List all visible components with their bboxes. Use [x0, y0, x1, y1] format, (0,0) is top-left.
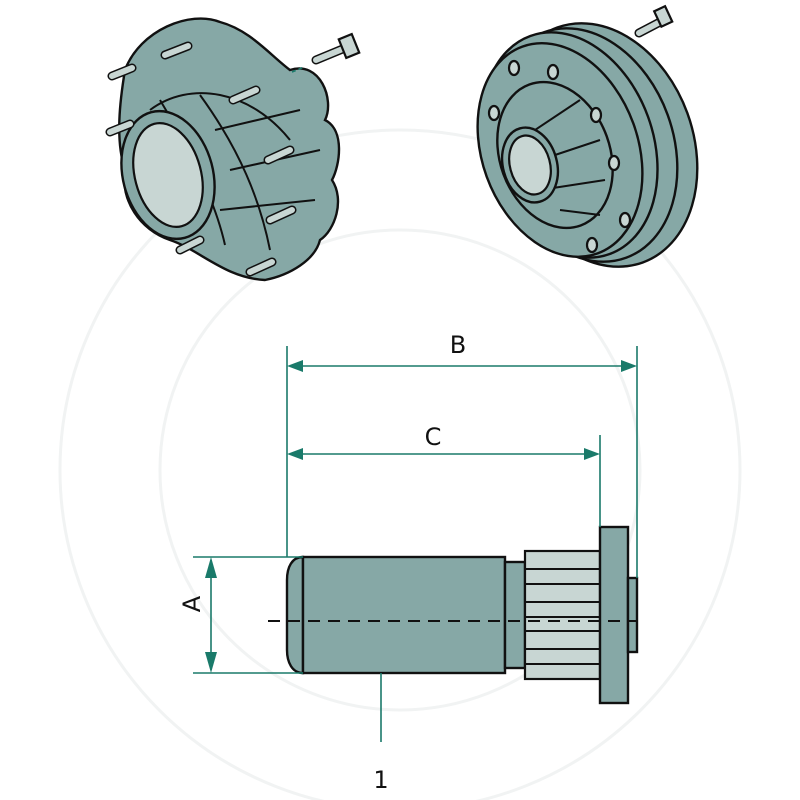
- dimension-b-label: B: [450, 331, 466, 359]
- bolt-hole-icons: [487, 59, 632, 254]
- bolt-icon: [291, 32, 361, 73]
- wheel-stud: [268, 525, 639, 705]
- part-callout-number: 1: [373, 766, 388, 794]
- dimension-a: A: [178, 556, 303, 674]
- stud-icons: [105, 41, 297, 277]
- bolt-icon: [634, 4, 674, 38]
- dimension-b: B: [286, 331, 638, 578]
- dimension-a-label: A: [178, 595, 206, 612]
- part-callout: 1: [373, 673, 389, 794]
- dimension-c: C: [287, 423, 601, 527]
- watermark: [58, 128, 742, 800]
- wheel-hub-flange: [476, 4, 699, 268]
- dimension-c-label: C: [425, 423, 442, 451]
- wheel-hub-with-studs: [105, 17, 361, 282]
